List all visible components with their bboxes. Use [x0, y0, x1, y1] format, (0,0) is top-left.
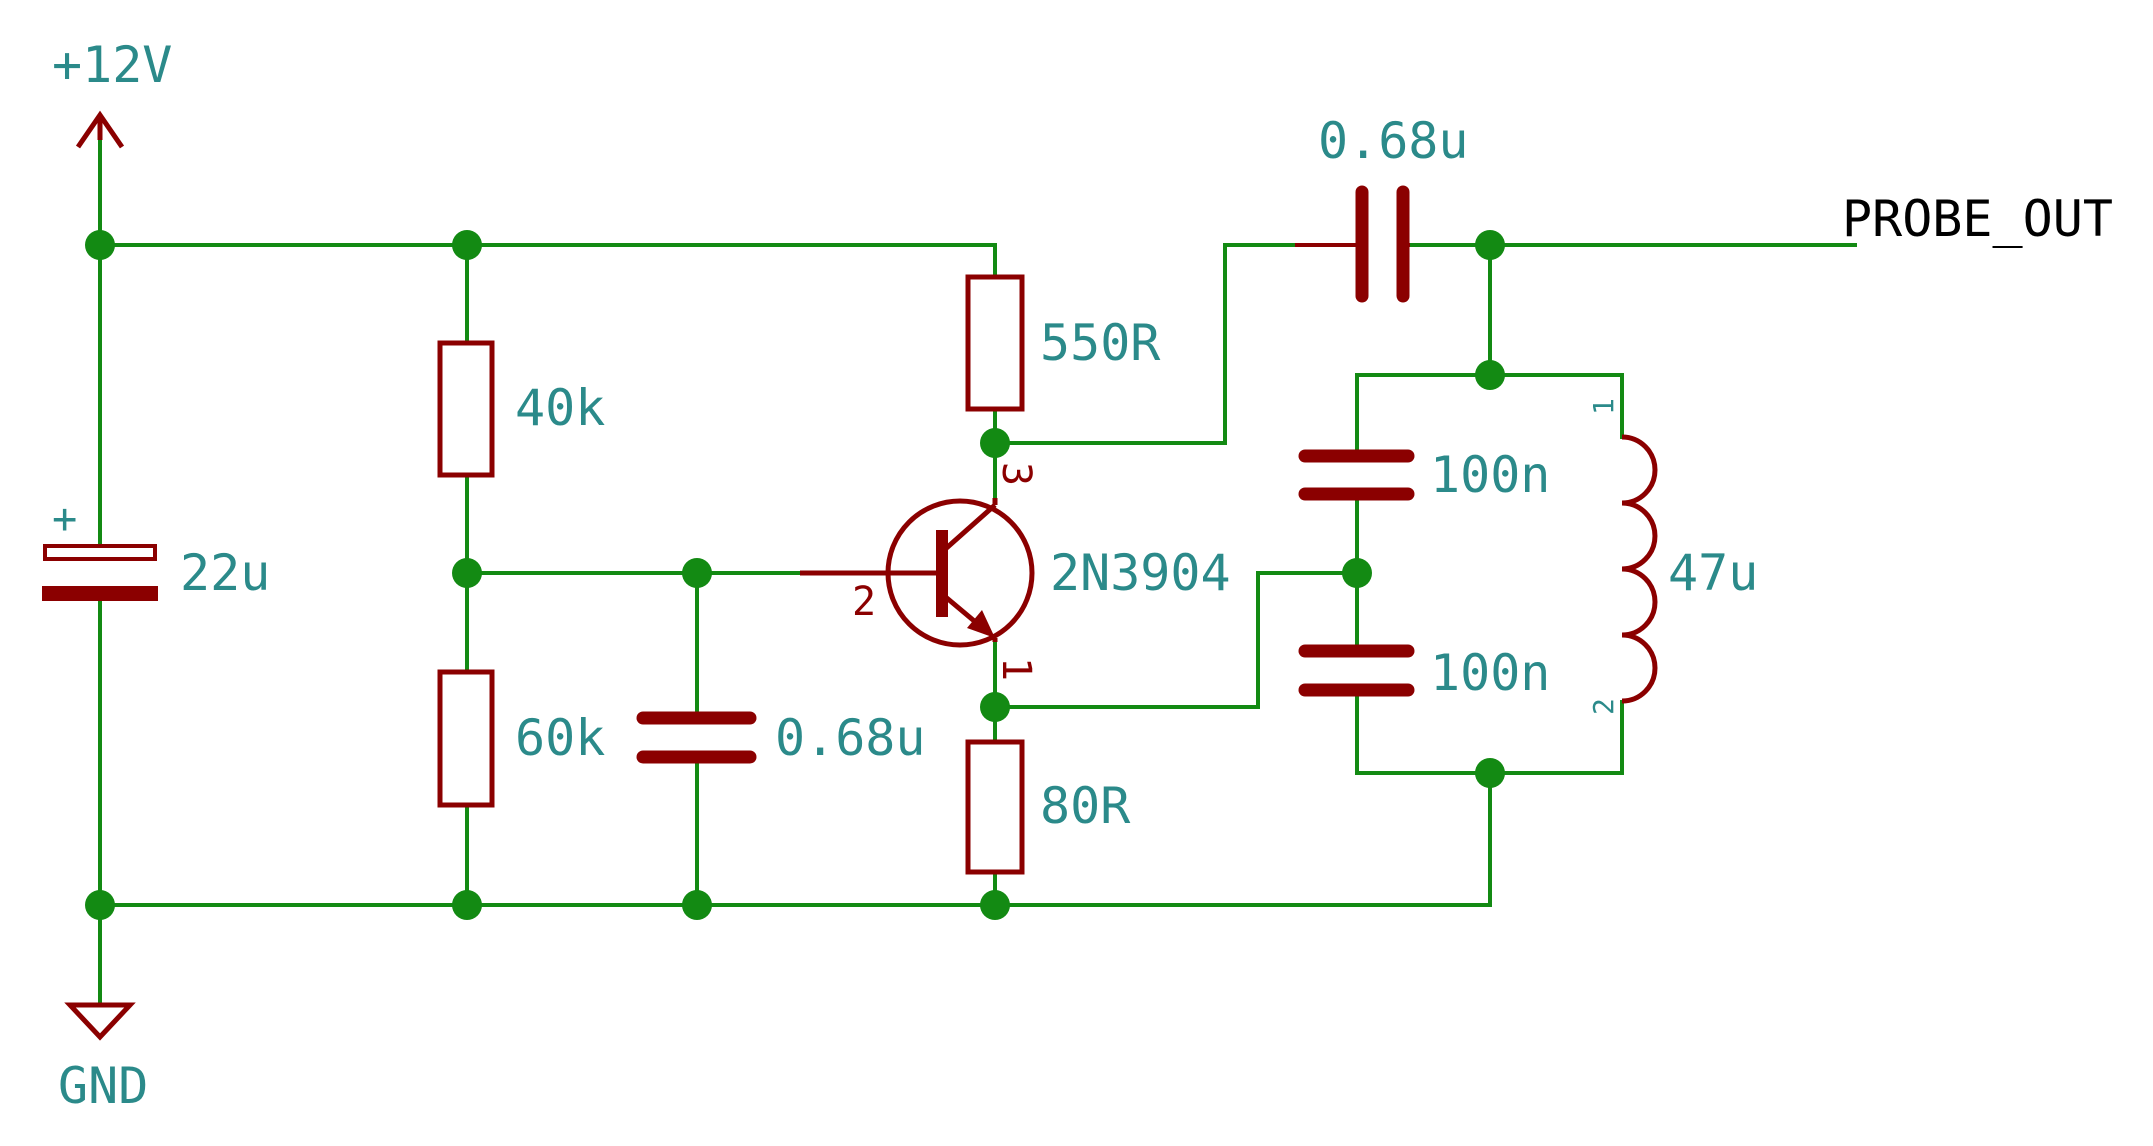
junction-dot — [452, 890, 482, 920]
bias-top-value: 40k — [515, 379, 605, 437]
collector-resistor: 550R — [965, 274, 1161, 412]
polarity-mark: + — [52, 494, 77, 543]
tank-cap-bottom-value: 100n — [1430, 644, 1550, 702]
vcc-arrow-icon — [75, 110, 125, 149]
collector-lead — [940, 503, 997, 554]
emitter-resistor-value: 80R — [1040, 777, 1131, 835]
junction-dot — [980, 692, 1010, 722]
base-pin-number: 2 — [852, 579, 876, 625]
junction-dot — [980, 428, 1010, 458]
junction-dot — [682, 558, 712, 588]
junction-dot — [682, 890, 712, 920]
resistor-body — [965, 274, 1025, 412]
junction-dot — [452, 558, 482, 588]
inductor-pin-top: 1 — [1587, 398, 1620, 415]
ground-icon — [64, 1002, 136, 1041]
emitter-arrow-icon — [967, 610, 995, 638]
vcc-symbol: +12V — [52, 36, 172, 149]
capacitor-positive-plate — [43, 544, 157, 561]
emitter-feedback-wire — [993, 571, 1357, 709]
collector-resistor-value: 550R — [1040, 314, 1161, 372]
emitter-resistor: 80R — [965, 739, 1131, 875]
coupling-capacitor: 0.68u — [1295, 112, 1469, 303]
tank-cap-top-value: 100n — [1430, 446, 1550, 504]
gnd-rail-wire — [98, 771, 1492, 907]
collector-pin-number: 3 — [993, 462, 1039, 486]
base-cap-value: 0.68u — [775, 709, 926, 767]
bias-resistor-top: 40k — [437, 340, 605, 478]
junction-dot — [1475, 360, 1505, 390]
junction-dot — [1342, 558, 1372, 588]
inductor-pin-bottom: 2 — [1587, 698, 1620, 715]
junction-dot — [85, 230, 115, 260]
bias-resistor-bottom: 60k — [437, 669, 605, 808]
inductor: 1 2 47u — [1587, 398, 1758, 715]
junction-dot — [452, 230, 482, 260]
bulk-capacitor: + 22u — [42, 494, 270, 602]
resistor-body — [437, 669, 495, 808]
base-capacitor: 0.68u — [636, 709, 926, 767]
bias-bottom-value: 60k — [515, 709, 605, 767]
tank-capacitor-bottom: 100n — [1298, 644, 1550, 702]
transistor-part: 2N3904 — [1050, 544, 1231, 602]
junction-dot — [980, 890, 1010, 920]
wires — [98, 138, 1857, 1007]
resistor-body — [437, 340, 495, 478]
junction-dot — [1475, 758, 1505, 788]
junction-dot — [85, 890, 115, 920]
inductor-value: 47u — [1668, 544, 1758, 602]
probe-out-net-label: PROBE_OUT — [1842, 190, 2113, 248]
junction-dot — [1475, 230, 1505, 260]
vcc-rail-wire — [98, 138, 997, 279]
emitter-pin-number: 1 — [993, 657, 1039, 681]
coupling-cap-value: 0.68u — [1318, 112, 1469, 170]
junctions — [85, 230, 1505, 920]
resistor-body — [965, 739, 1025, 875]
gnd-symbol: GND — [58, 1002, 148, 1115]
inductor-coil-icon — [1621, 434, 1658, 704]
npn-transistor: 2 3 1 2N3904 — [800, 462, 1231, 681]
tank-capacitor-top: 100n — [1298, 446, 1550, 504]
gnd-label: GND — [58, 1057, 148, 1115]
vcc-label: +12V — [52, 36, 172, 94]
bulk-cap-value: 22u — [180, 544, 270, 602]
capacitor-negative-plate — [42, 586, 158, 601]
